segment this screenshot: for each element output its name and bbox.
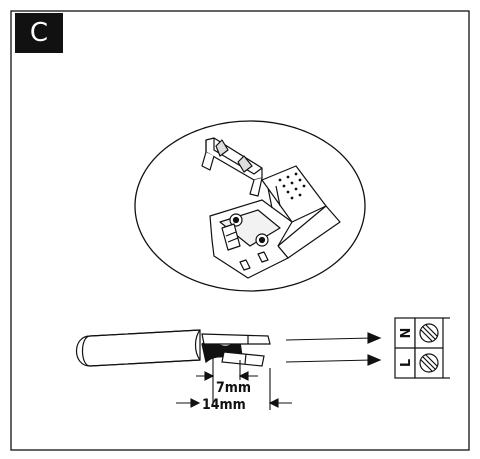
panel-label-badge: C bbox=[15, 13, 63, 53]
terminal-screw-n bbox=[419, 323, 439, 343]
wire-l bbox=[221, 351, 265, 367]
terminal-n-label: N bbox=[399, 328, 414, 339]
wire-n bbox=[201, 333, 271, 345]
device-housing bbox=[209, 165, 341, 279]
device-view bbox=[134, 120, 366, 292]
panel-frame bbox=[10, 10, 470, 451]
dim-7mm-label: 7mm bbox=[216, 380, 251, 396]
terminal-l-label: L bbox=[399, 359, 414, 367]
cable bbox=[76, 329, 271, 367]
cable-clamp bbox=[201, 137, 263, 197]
connection-arrows bbox=[285, 332, 382, 366]
terminal-screw-l bbox=[419, 353, 439, 373]
dim-14mm-label: 14mm bbox=[202, 397, 246, 413]
device-ellipse bbox=[134, 120, 366, 292]
strip-dimensions bbox=[176, 352, 292, 410]
terminal-block bbox=[394, 317, 450, 379]
